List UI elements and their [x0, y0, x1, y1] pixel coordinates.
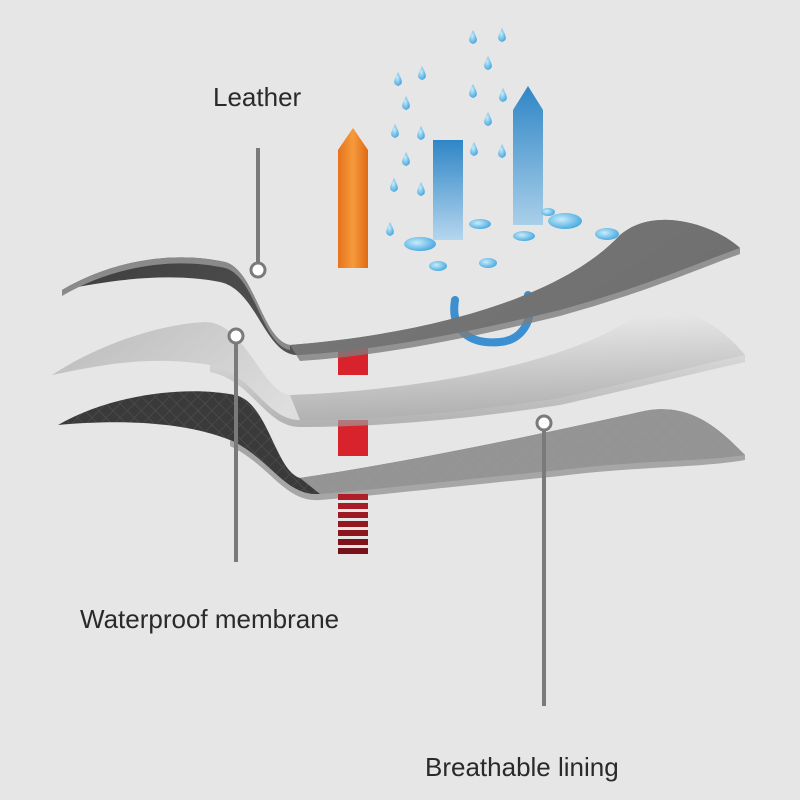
leather-layer — [62, 219, 740, 361]
lining-pointer — [535, 414, 553, 706]
heat-up-arrow-icon — [338, 128, 368, 268]
leather-label: Leather — [213, 82, 302, 112]
water-bead-icon — [404, 208, 619, 271]
waterproof-membrane-label: Waterproof membrane — [80, 604, 340, 634]
lining-layer — [58, 391, 745, 501]
membrane-layer — [52, 312, 745, 427]
water-up-arrow-icon — [433, 86, 543, 240]
leather-pointer — [249, 148, 267, 279]
membrane-pointer — [227, 327, 245, 562]
breathable-lining-label: Breathable lining — [425, 752, 619, 782]
water-droplet-icon — [386, 28, 507, 236]
heat-up-arrow-icon — [338, 345, 368, 554]
